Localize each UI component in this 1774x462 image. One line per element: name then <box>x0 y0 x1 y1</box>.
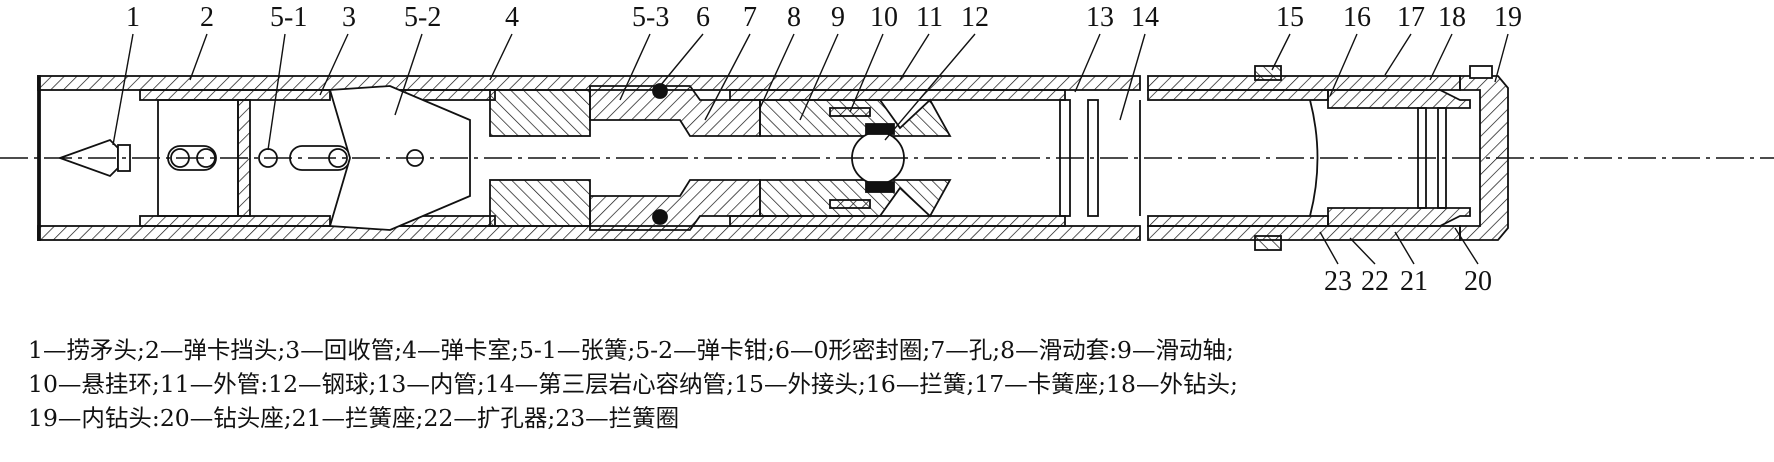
part-label-3: 3 <box>342 2 356 33</box>
part-label-6: 6 <box>696 2 710 33</box>
legend-line-1: 1—捞矛头;2—弹卡挡头;3—回收管;4—弹卡室;5-1—张簧;5-2—弹卡钳;… <box>28 336 1234 364</box>
part-label-14: 14 <box>1131 2 1159 33</box>
parts-legend: 1—捞矛头;2—弹卡挡头;3—回收管;4—弹卡室;5-1—张簧;5-2—弹卡钳;… <box>28 333 1758 435</box>
part-label-8: 8 <box>787 2 801 33</box>
part-label-12: 12 <box>961 2 989 33</box>
part-label-16: 16 <box>1343 2 1371 33</box>
part-label-1: 1 <box>126 2 140 33</box>
part-label-9: 9 <box>831 2 845 33</box>
part-label-22: 22 <box>1361 266 1389 297</box>
legend-line-2: 10—悬挂环;11—外管:12—钢球;13—内管;14—第三层岩心容纳管;15—… <box>28 370 1238 398</box>
part-label-23: 23 <box>1324 266 1352 297</box>
part-label-15: 15 <box>1276 2 1304 33</box>
part-label-20: 20 <box>1464 266 1492 297</box>
part-label-5-2: 5-2 <box>404 2 441 33</box>
part-label-5-1: 5-1 <box>270 2 307 33</box>
part-label-17: 17 <box>1397 2 1425 33</box>
part-label-13: 13 <box>1086 2 1114 33</box>
part-label-11: 11 <box>916 2 943 33</box>
part-label-4: 4 <box>505 2 519 33</box>
legend-line-3: 19—内钻头:20—钻头座;21—拦簧座;22—扩孔器;23—拦簧圈 <box>28 404 680 432</box>
leader-lines <box>112 33 1509 265</box>
part-label-18: 18 <box>1438 2 1466 33</box>
part-label-19: 19 <box>1494 2 1522 33</box>
part-label-5-3: 5-3 <box>632 2 669 33</box>
part-label-10: 10 <box>870 2 898 33</box>
part-label-7: 7 <box>743 2 757 33</box>
part-label-21: 21 <box>1400 266 1428 297</box>
inner-tube-section <box>139 65 1471 251</box>
part-number-labels: 1 2 5-1 3 5-2 4 5-3 6 7 8 9 10 11 12 13 … <box>126 2 1522 297</box>
part-label-2: 2 <box>200 2 214 33</box>
